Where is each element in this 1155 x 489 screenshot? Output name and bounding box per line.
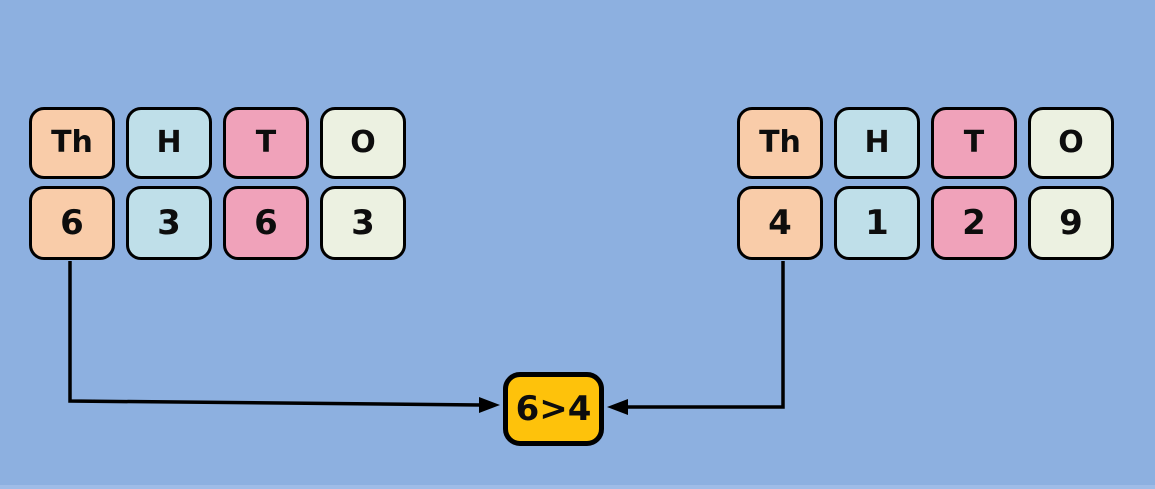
right-place-value-table: Th H T O 4 1 2 9 [737,107,1114,260]
right-digit-hundreds: 1 [834,186,920,260]
right-digit-tens: 2 [931,186,1017,260]
comparison-result-box: 6>4 [503,372,604,446]
left-place-value-table: Th H T O 6 3 6 3 [29,107,406,260]
left-place-header-hundreds: H [126,107,212,179]
right-place-header-tens: T [931,107,1017,179]
left-digit-tens: 6 [223,186,309,260]
right-digit-row: 4 1 2 9 [737,186,1114,260]
right-arrow-line [626,261,785,409]
left-place-header-ones: O [320,107,406,179]
right-header-row: Th H T O [737,107,1114,179]
left-header-row: Th H T O [29,107,406,179]
slide-bottom-edge [0,485,1155,489]
right-place-header-thousands: Th [737,107,823,179]
left-digit-hundreds: 3 [126,186,212,260]
left-digit-thousands: 6 [29,186,115,260]
right-place-header-ones: O [1028,107,1114,179]
left-digit-row: 6 3 6 3 [29,186,406,260]
right-digit-thousands: 4 [737,186,823,260]
left-place-header-thousands: Th [29,107,115,179]
right-arrowhead-icon [607,399,628,415]
left-digit-ones: 3 [320,186,406,260]
left-place-header-tens: T [223,107,309,179]
right-digit-ones: 9 [1028,186,1114,260]
right-place-header-hundreds: H [834,107,920,179]
left-arrowhead-icon [479,397,500,413]
left-arrow-line [68,261,482,407]
